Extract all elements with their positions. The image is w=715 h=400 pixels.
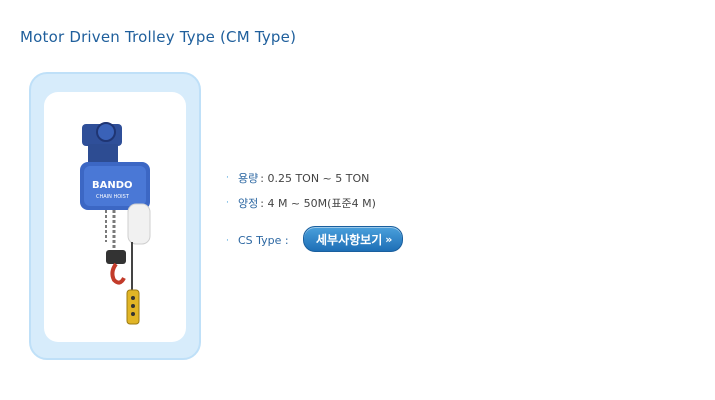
product-image: BANDO CHAIN HOIST [44, 92, 186, 342]
chevron-right-icon: » [385, 232, 393, 246]
bullet-icon: · [226, 235, 229, 246]
view-details-label: 세부사항보기 [316, 232, 383, 247]
cs-type-label: CS Type : [238, 234, 289, 247]
lift-value: : 4 M ~ 50M(표준4 M) [260, 197, 376, 210]
bullet-icon: · [226, 198, 229, 208]
image-model-text: CHAIN HOIST [96, 194, 130, 200]
page-title: Motor Driven Trolley Type (CM Type) [20, 28, 297, 46]
capacity-value: : 0.25 TON ~ 5 TON [260, 171, 370, 185]
spec-lift: · 양정 : 4 M ~ 50M(표준4 M) [226, 195, 376, 211]
product-image-frame: BANDO CHAIN HOIST [29, 72, 201, 360]
lift-label: 양정 [238, 197, 259, 210]
spec-cs-type: · CS Type : 세부사항보기 » [226, 226, 404, 252]
spec-capacity: · 용량 : 0.25 TON ~ 5 TON [226, 170, 369, 186]
capacity-label: 용량 [238, 172, 259, 185]
bullet-icon: · [226, 173, 229, 183]
view-details-button[interactable]: 세부사항보기 » [303, 226, 404, 252]
image-brand-text: BANDO [92, 180, 133, 191]
